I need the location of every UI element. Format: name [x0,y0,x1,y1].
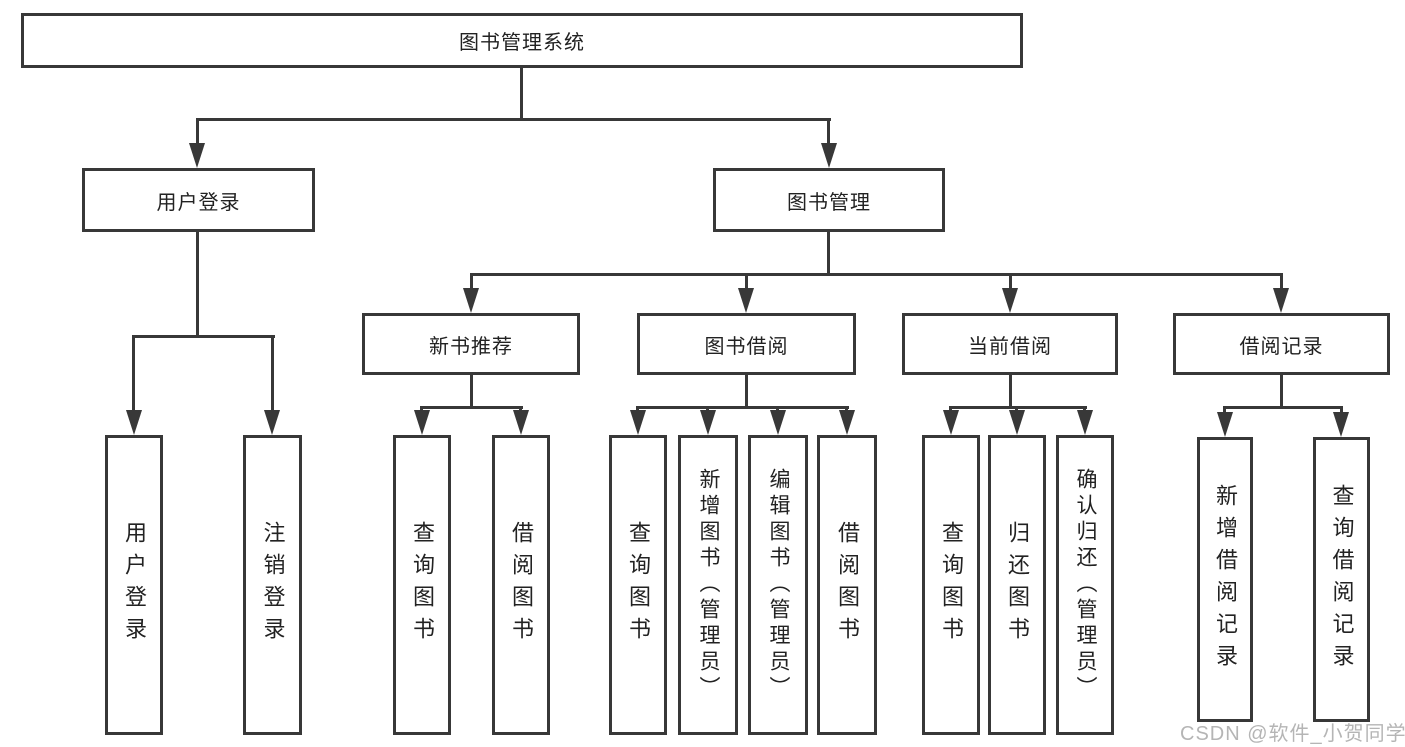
leaf-label: 归还图书 [1005,521,1030,649]
arrowhead-icon [414,410,430,435]
leaf-add-books-admin: 新增图书（管理员） [678,435,738,735]
leaf-add-borrow-record: 新增借阅记录 [1197,437,1253,722]
leaf-label: 借阅图书 [509,521,534,649]
leaf-label: 确认归还（管理员） [1074,468,1097,702]
connector-line [1280,273,1283,295]
leaf-label: 注销登录 [260,521,286,649]
arrowhead-icon [1077,410,1093,435]
node-user-login: 用户登录 [82,168,315,232]
arrowhead-icon [1002,288,1018,313]
leaf-logout: 注销登录 [243,435,302,735]
arrowhead-icon [1333,412,1349,437]
connector-line [520,68,523,118]
connector-line [470,273,473,295]
connector-line [1009,375,1012,406]
leaf-label: 查询图书 [939,521,964,649]
arrowhead-icon [1217,412,1233,437]
node-borrow-records: 借阅记录 [1173,313,1390,375]
connector-line [827,118,830,152]
connector-line [421,406,523,409]
node-label: 图书管理 [787,191,871,214]
node-current-borrow: 当前借阅 [902,313,1118,375]
arrowhead-icon [126,410,142,435]
connector-line [1224,406,1343,409]
connector-line [1280,375,1283,406]
leaf-borrow-books-recommend: 借阅图书 [492,435,550,735]
arrowhead-icon [700,410,716,435]
connector-line [196,232,199,335]
connector-line [745,375,748,406]
arrowhead-icon [943,410,959,435]
connector-line [950,406,1087,409]
connector-line [196,118,199,152]
arrowhead-icon [770,410,786,435]
node-new-book-recommend: 新书推荐 [362,313,580,375]
leaf-return-books: 归还图书 [988,435,1046,735]
connector-line [470,375,473,406]
connector-line [637,406,849,409]
node-book-management: 图书管理 [713,168,945,232]
arrowhead-icon [839,410,855,435]
leaf-label: 编辑图书（管理员） [767,468,790,702]
arrowhead-icon [513,410,529,435]
leaf-label: 借阅图书 [835,521,860,649]
connector-line [1223,406,1226,416]
connector-line [196,118,831,121]
arrowhead-icon [463,288,479,313]
leaf-query-borrow-record: 查询借阅记录 [1313,437,1370,722]
arrowhead-icon [821,143,837,168]
arrowhead-icon [1273,288,1289,313]
connector-line [827,232,830,273]
arrowhead-icon [630,410,646,435]
leaf-query-books-recommend: 查询图书 [393,435,451,735]
node-label: 图书管理系统 [459,32,585,54]
connector-line [745,273,748,295]
node-label: 新书推荐 [429,335,513,358]
node-library-management-system: 图书管理系统 [21,13,1023,68]
leaf-query-books-current: 查询图书 [922,435,980,735]
connector-line [271,335,274,413]
arrowhead-icon [189,143,205,168]
arrowhead-icon [1009,410,1025,435]
connector-line [470,273,1283,276]
leaf-confirm-return-admin: 确认归还（管理员） [1056,435,1114,735]
connector-line [132,335,135,413]
leaf-label: 用户登录 [122,521,147,649]
node-label: 图书借阅 [704,335,789,358]
csdn-watermark: CSDN @软件_小贺同学 [1180,723,1405,745]
leaf-label: 查询图书 [626,521,651,649]
leaf-query-books-borrow: 查询图书 [609,435,667,735]
node-label: 当前借阅 [968,335,1052,358]
leaf-label: 查询图书 [410,521,435,649]
leaf-label: 新增借阅记录 [1213,483,1238,676]
connector-line [133,335,275,338]
leaf-user-login: 用户登录 [105,435,163,735]
leaf-label: 查询借阅记录 [1329,483,1355,676]
leaf-label: 新增图书（管理员） [697,468,720,702]
connector-line [1009,273,1012,295]
node-label: 用户登录 [156,191,241,214]
connector-line [1340,406,1343,416]
node-label: 借阅记录 [1239,335,1324,358]
leaf-edit-books-admin: 编辑图书（管理员） [748,435,808,735]
leaf-borrow-books: 借阅图书 [817,435,877,735]
arrowhead-icon [264,410,280,435]
arrowhead-icon [738,288,754,313]
node-book-borrow: 图书借阅 [637,313,856,375]
